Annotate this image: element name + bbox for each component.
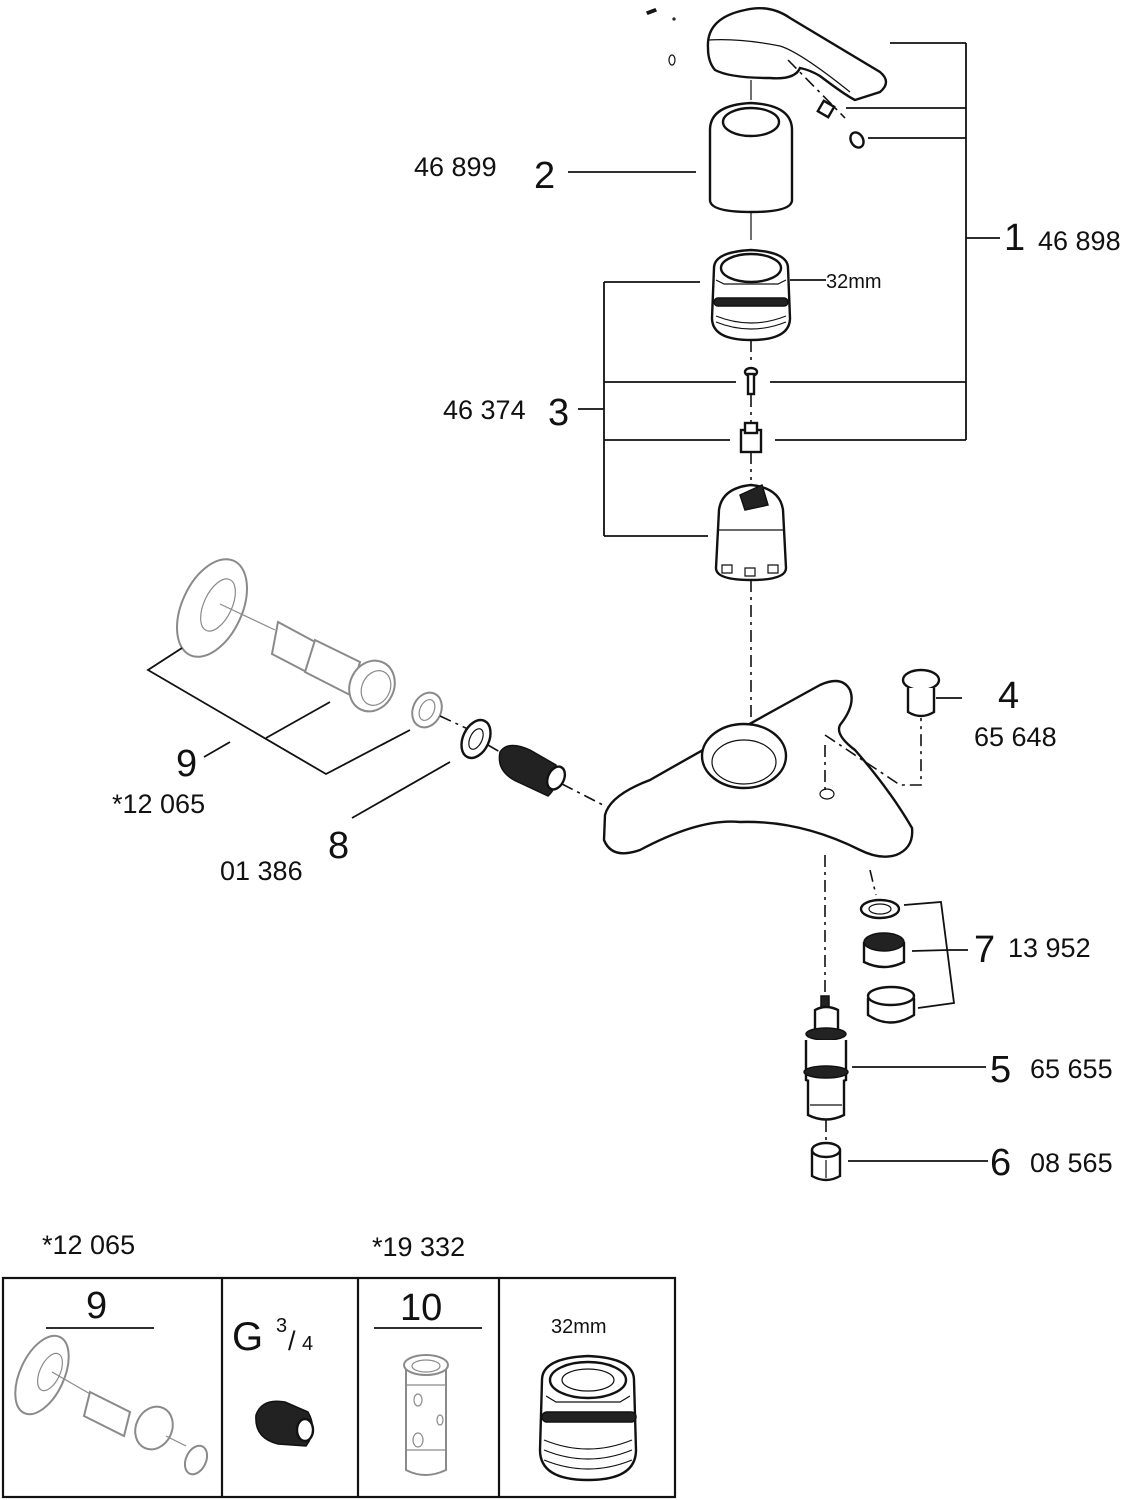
part-6-number: 08 565 [1030,1148,1113,1178]
part-9-index: 9 [176,743,197,785]
part-2-index: 2 [534,155,555,197]
part-9-number: *12 065 [112,789,205,819]
s-union-drawing [146,558,443,776]
accessory-adapter-drawing [255,1400,315,1447]
part-3-index: 3 [548,392,569,434]
nut-size-label: 32mm [826,271,882,293]
button-drawing [810,1141,988,1182]
part-3-number: 46 374 [443,395,526,425]
accessory-9-index: 9 [86,1285,107,1327]
part-8-number: 01 386 [220,856,303,886]
accessory-nut-drawing [538,1354,638,1482]
accessory-nut-size: 32mm [551,1316,607,1338]
cap-drawing [901,668,962,718]
lever-handle-drawing [645,7,1000,441]
part-1-index: 1 [1004,217,1025,259]
accessory-extension-drawing [403,1354,449,1476]
accessory-10-index: 10 [400,1287,442,1329]
part-2-number: 46 899 [414,152,497,182]
mixer-body-drawing [602,679,922,995]
cartridge-set-drawing [578,248,826,720]
accessory-thread-numerator: 3 [276,1315,287,1337]
part-1-number: 46 898 [1038,226,1121,256]
cover-sleeve-drawing [708,101,794,240]
part-5-number: 65 655 [1030,1054,1113,1084]
diverter-drawing [803,995,986,1140]
part-7-index: 7 [974,929,995,971]
accessory-header-1: *12 065 [42,1230,135,1260]
accessory-thread-label: G [232,1315,263,1359]
part-7-number: 13 952 [1008,933,1091,963]
part-4-index: 4 [998,675,1019,717]
part-8-index: 8 [328,825,349,867]
washer-nipple-drawing [351,715,606,819]
part-5-index: 5 [990,1049,1011,1091]
accessory-thread-denominator: 4 [302,1333,313,1355]
accessory-thread-slash: / [288,1326,296,1356]
accessories-table [1,1276,677,1499]
part-4-number: 65 648 [974,722,1057,752]
part-6-index: 6 [990,1142,1011,1184]
accessory-header-2: *19 332 [372,1232,465,1262]
aerator-set-drawing [859,898,968,1024]
accessory-s-union-drawing [14,1334,209,1476]
